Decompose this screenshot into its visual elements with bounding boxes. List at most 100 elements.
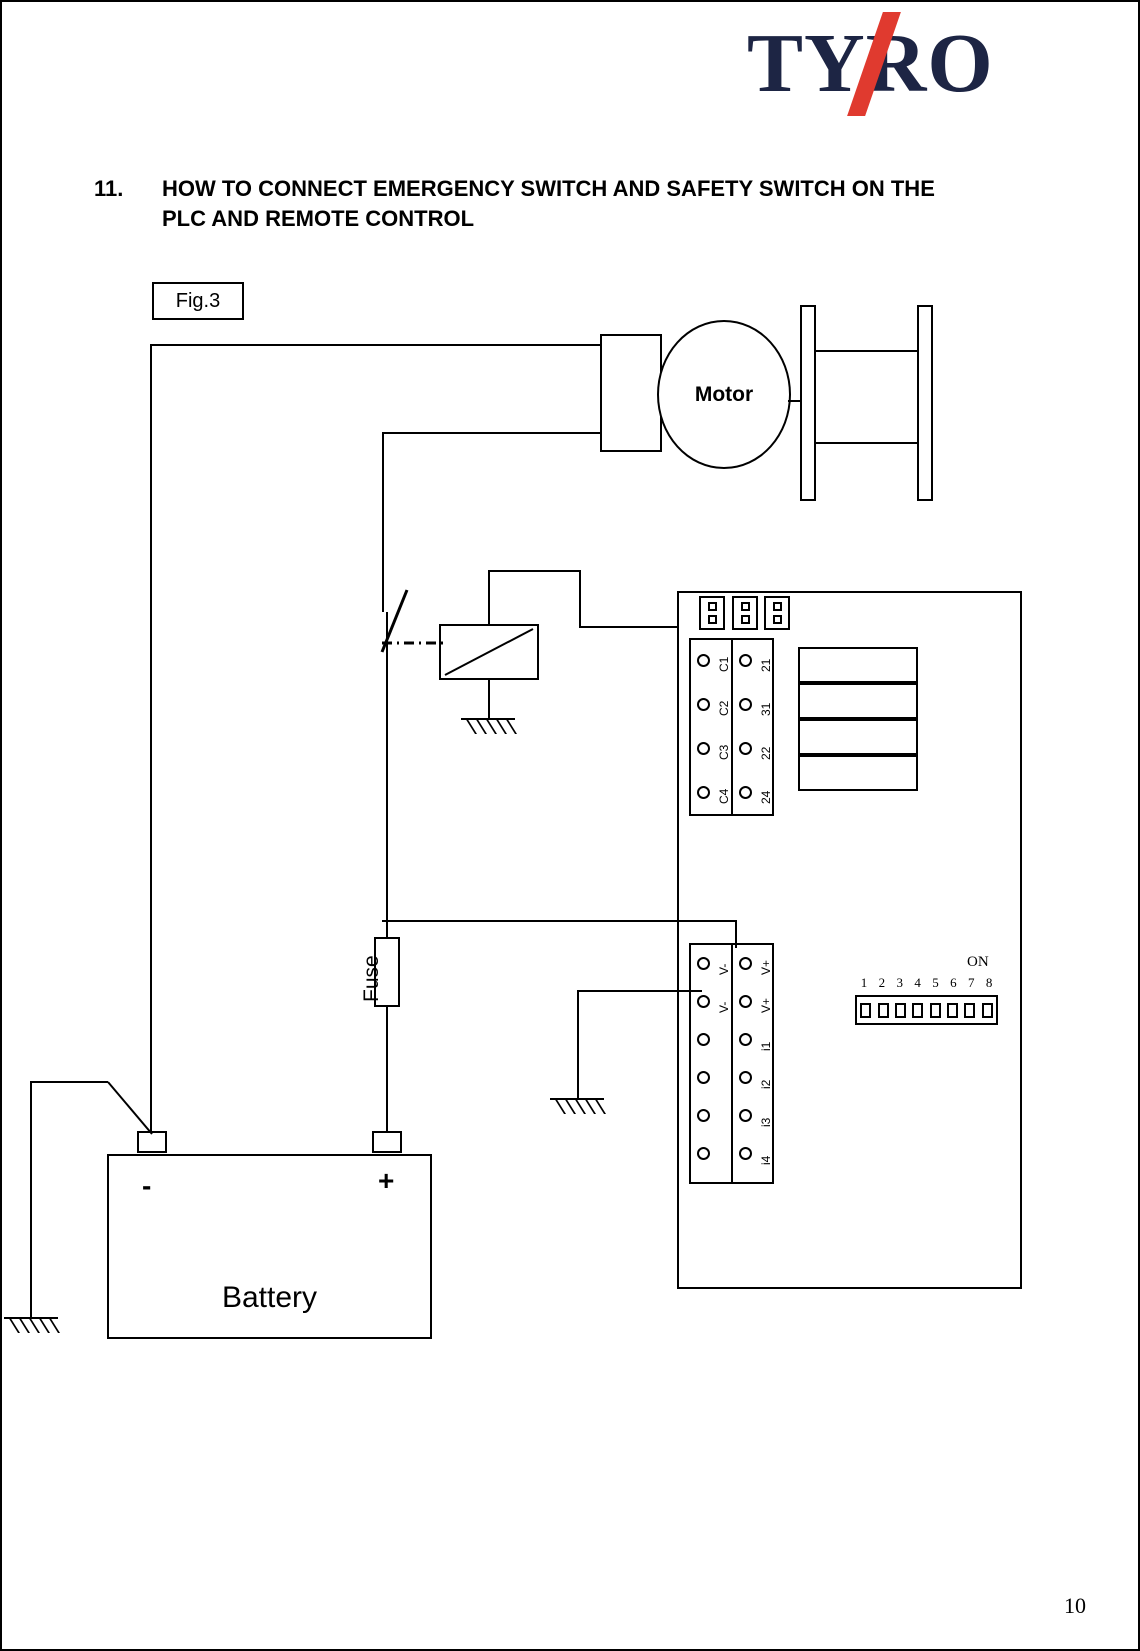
terminal-contact[interactable] [739,1033,752,1046]
chassis-ground-lead-icon [30,1081,153,1135]
heading-text: HOW TO CONNECT EMERGENCY SWITCH AND SAFE… [162,176,935,231]
terminal-contact[interactable] [739,1147,752,1160]
relay-ground-icon [461,718,517,736]
terminal-contact[interactable] [739,995,752,1008]
terminal-contact[interactable] [739,957,752,970]
relay-diagonal-icon [444,628,534,676]
terminal-contact[interactable] [739,698,752,711]
dip-switch-lever[interactable] [894,1002,906,1018]
terminal-label: 21 [759,658,773,672]
terminal-contact[interactable] [697,742,710,755]
terminal-contact[interactable] [697,786,710,799]
plc-connector-pin-1 [699,596,725,630]
battery-positive-sign: + [378,1165,395,1196]
dip-switch[interactable] [855,995,998,1025]
terminal-contact[interactable] [739,654,752,667]
terminal-contact[interactable] [697,957,710,970]
terminal-label: 31 [759,702,773,716]
terminal-contact[interactable] [697,698,710,711]
dip-switch-lever[interactable] [947,1002,959,1018]
chassis-ground-drop [30,1082,32,1319]
battery-negative-trunk [150,344,152,1144]
terminal-label: V- [717,1001,731,1013]
terminal-contact[interactable] [739,786,752,799]
terminal-contact[interactable] [697,1033,710,1046]
dip-switch-lever[interactable] [877,1002,889,1018]
dip-switch-lever[interactable] [964,1002,976,1018]
fuse-symbol [374,937,400,1007]
dip-switch-number: 3 [896,975,903,990]
upper-block-divider [731,638,733,816]
battery-body: Battery [107,1154,432,1339]
motor-shaft-bar-outer [917,305,933,501]
battery-positive-terminal [372,1131,402,1153]
dip-switch-on-label: ON [967,954,989,970]
battery-negative-sign: - [142,1170,152,1201]
dip-switch-lever[interactable] [912,1002,924,1018]
plc-vminus-drop [577,990,579,1100]
tyro-logo: TYRO [747,10,1047,116]
motor-shaft-stub [788,400,802,402]
fuse-lead-top [386,612,388,937]
terminal-label: C1 [717,656,731,672]
dip-switch-number: 8 [985,975,993,990]
motor-shaft-wire-top [814,350,919,352]
dip-switch-number: 5 [932,975,939,990]
plc-vminus-wire [577,990,702,992]
terminal-label: i3 [759,1117,773,1127]
terminal-label: i1 [759,1041,773,1051]
relay-ground-lead [488,680,490,720]
fuse-lead-bottom [386,1007,388,1142]
plc-label-strip-4 [798,755,918,791]
dip-switch-lever[interactable] [860,1002,872,1018]
terminal-label: V+ [759,997,773,1013]
plc-connector-pin-3 [764,596,790,630]
terminal-contact[interactable] [697,995,710,1008]
motor-symbol: Motor [657,320,791,469]
relay-top-wire [488,570,581,572]
terminal-contact[interactable] [739,1071,752,1084]
terminal-contact[interactable] [697,1109,710,1122]
dip-switch-lever[interactable] [929,1002,941,1018]
terminal-contact[interactable] [739,1109,752,1122]
relay-to-plc-wire [579,626,754,628]
plc-label-strip-1 [798,647,918,683]
dip-switch-number: 4 [914,975,921,990]
terminal-contact[interactable] [697,654,710,667]
terminal-label: C3 [717,744,731,760]
battery-label: Battery [221,1281,318,1314]
plc-ground-icon [550,1098,606,1116]
dip-switch-lever[interactable] [981,1002,993,1018]
plc-input-wire-main [382,920,737,922]
dip-switch-number: 2 [878,975,886,990]
plc-connector-pin-2 [732,596,758,630]
terminal-label: V+ [759,959,773,975]
terminal-contact[interactable] [697,1147,710,1160]
plc-label-strip-3 [798,719,918,755]
figure-label: Fig.3 [152,282,244,320]
terminal-label: 24 [759,790,773,804]
page-number: 10 [1064,1593,1086,1618]
dip-switch-number: 7 [967,975,975,990]
terminal-label: i4 [759,1155,773,1165]
motor-wire-bottom [382,432,602,434]
page-title: 11. HOW TO CONNECT EMERGENCY SWITCH AND … [94,174,954,234]
mechanical-link-dashdot-icon [382,641,444,645]
fuse-label: Fuse [360,955,383,1002]
terminal-label: V- [717,963,731,975]
relay-right-drop [579,570,581,628]
plc-input-wire-riser [735,920,737,948]
motor-shaft-bar-inner [800,305,816,501]
relay-top-lead [488,570,490,626]
chassis-ground-icon [4,1317,60,1335]
terminal-label: i2 [759,1079,773,1089]
motor-shaft-wire-bottom [814,442,919,444]
heading-number: 11. [94,176,124,201]
emergency-switch-contact-icon [380,589,409,653]
terminal-contact[interactable] [697,1071,710,1084]
dip-switch-number: 6 [950,975,957,990]
motor-wire-top [150,344,602,346]
terminal-contact[interactable] [739,742,752,755]
